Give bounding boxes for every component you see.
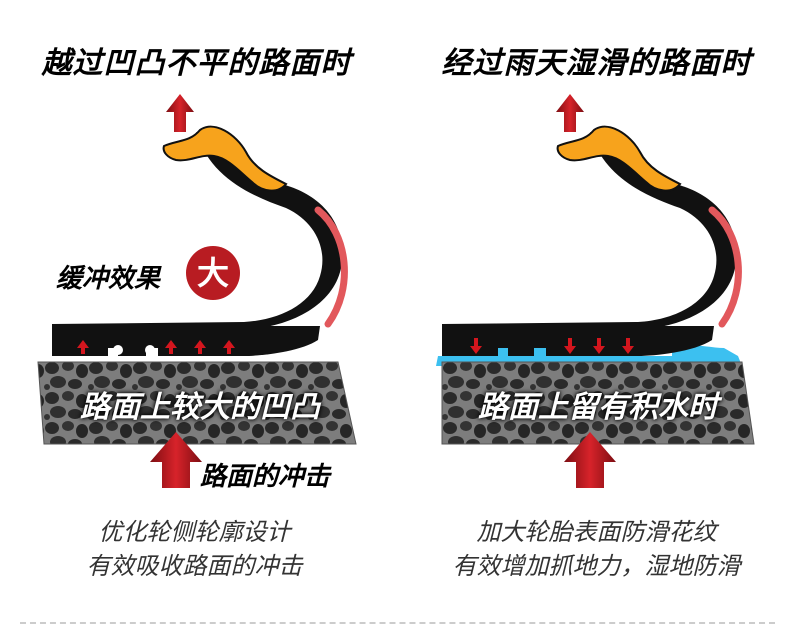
right-desc-line2: 有效增加抓地力，湿地防滑 — [452, 552, 741, 580]
road-texture-icon — [441, 361, 755, 445]
left-scene — [37, 94, 357, 488]
tire-section-icon — [442, 125, 737, 356]
tread-arrows — [77, 340, 235, 354]
right-scene — [436, 94, 755, 488]
right-desc-line1: 加大轮胎表面防滑花纹 — [476, 518, 717, 546]
left-title: 越过凹凸不平的路面时 — [41, 46, 352, 81]
tire-section-icon — [52, 125, 343, 358]
road-texture-icon — [37, 361, 357, 445]
cushion-label: 缓冲效果 — [56, 264, 161, 294]
impact-arrow-icon — [564, 432, 616, 488]
flex-arc — [314, 206, 348, 328]
left-desc-line1: 优化轮侧轮廓设计 — [98, 518, 291, 546]
right-title: 经过雨天湿滑的路面时 — [441, 46, 752, 81]
left-desc-line2: 有效吸收路面的冲击 — [86, 552, 303, 580]
right-road-label: 路面上留有积水时 — [478, 390, 718, 425]
bottom-divider — [20, 622, 775, 624]
left-road-label: 路面上较大的凹凸 — [80, 390, 320, 425]
cushion-badge: 大 — [186, 246, 240, 300]
arrow-down-icon — [470, 338, 634, 354]
flex-arc — [708, 206, 742, 328]
right-panel: 经过雨天湿滑的路面时 路面上留有积水时 加 — [398, 0, 795, 631]
arrow-up-icon — [166, 94, 194, 132]
arrow-up-icon — [556, 94, 584, 132]
impact-arrow-icon — [150, 432, 202, 488]
impact-label: 路面的冲击 — [200, 462, 331, 492]
left-panel: 越过凹凸不平的路面时 缓冲效果 大 — [0, 0, 397, 631]
